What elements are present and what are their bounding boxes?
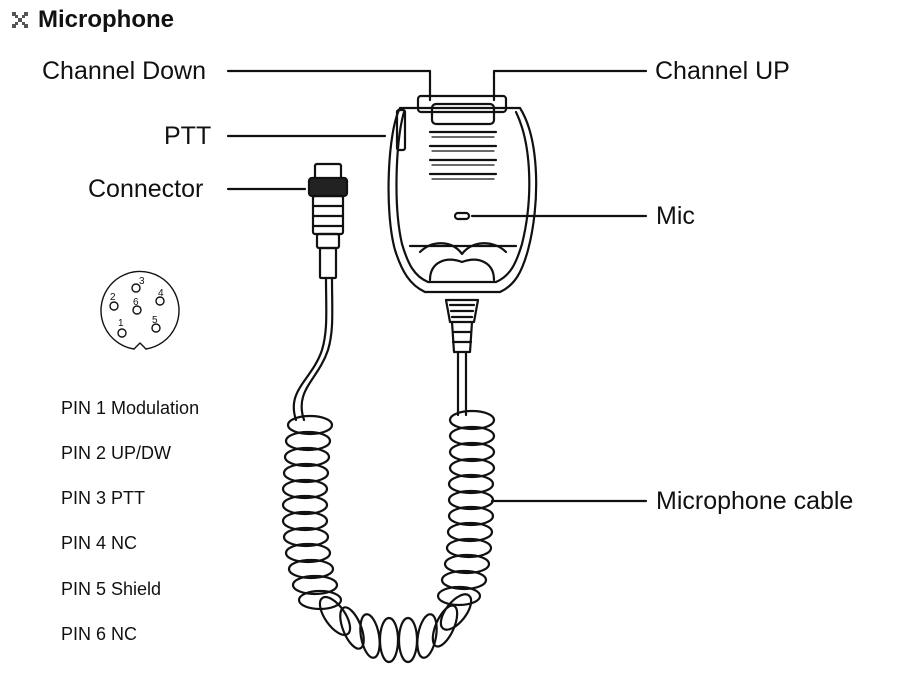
- pin-list-item-5: PIN 5 Shield: [61, 579, 162, 599]
- label-mic: Mic: [656, 202, 695, 230]
- leader-channel-down: [226, 69, 432, 102]
- section-title: Microphone: [10, 6, 174, 34]
- section-title-text: Microphone: [38, 6, 174, 33]
- label-ptt: PTT: [164, 122, 212, 150]
- label-channel-down: Channel Down: [42, 57, 206, 85]
- pin-list-item-2: PIN 2 UP/DW: [61, 443, 172, 463]
- label-connector: Connector: [88, 175, 204, 203]
- pin-number-3: 3: [139, 276, 145, 287]
- pin-list-item-4: PIN 4 NC: [61, 533, 138, 553]
- section-marker-icon: [12, 12, 28, 28]
- pin-number-5: 5: [152, 315, 158, 326]
- pin-number-2: 2: [110, 292, 116, 303]
- pin-list-item-6: PIN 6 NC: [61, 624, 138, 644]
- microphone-body: [387, 94, 538, 354]
- leader-channel-up: [492, 69, 648, 102]
- coil-left: [281, 414, 343, 611]
- label-microphone-cable: Microphone cable: [656, 487, 854, 515]
- pin-list-item-3: PIN 3 PTT: [61, 488, 146, 508]
- cable-upper-left: [292, 276, 328, 422]
- coil-right: [436, 409, 496, 607]
- label-channel-up: Channel UP: [655, 57, 790, 85]
- pin-number-4: 4: [158, 288, 164, 299]
- pin-list-item-1: PIN 1 Modulation: [61, 398, 200, 418]
- pin-number-1: 1: [118, 318, 124, 329]
- pin-layout-diagram: [100, 270, 180, 350]
- coil-bottom: [318, 593, 473, 664]
- pin-number-6: 6: [133, 297, 139, 308]
- connector-plug: [307, 162, 349, 280]
